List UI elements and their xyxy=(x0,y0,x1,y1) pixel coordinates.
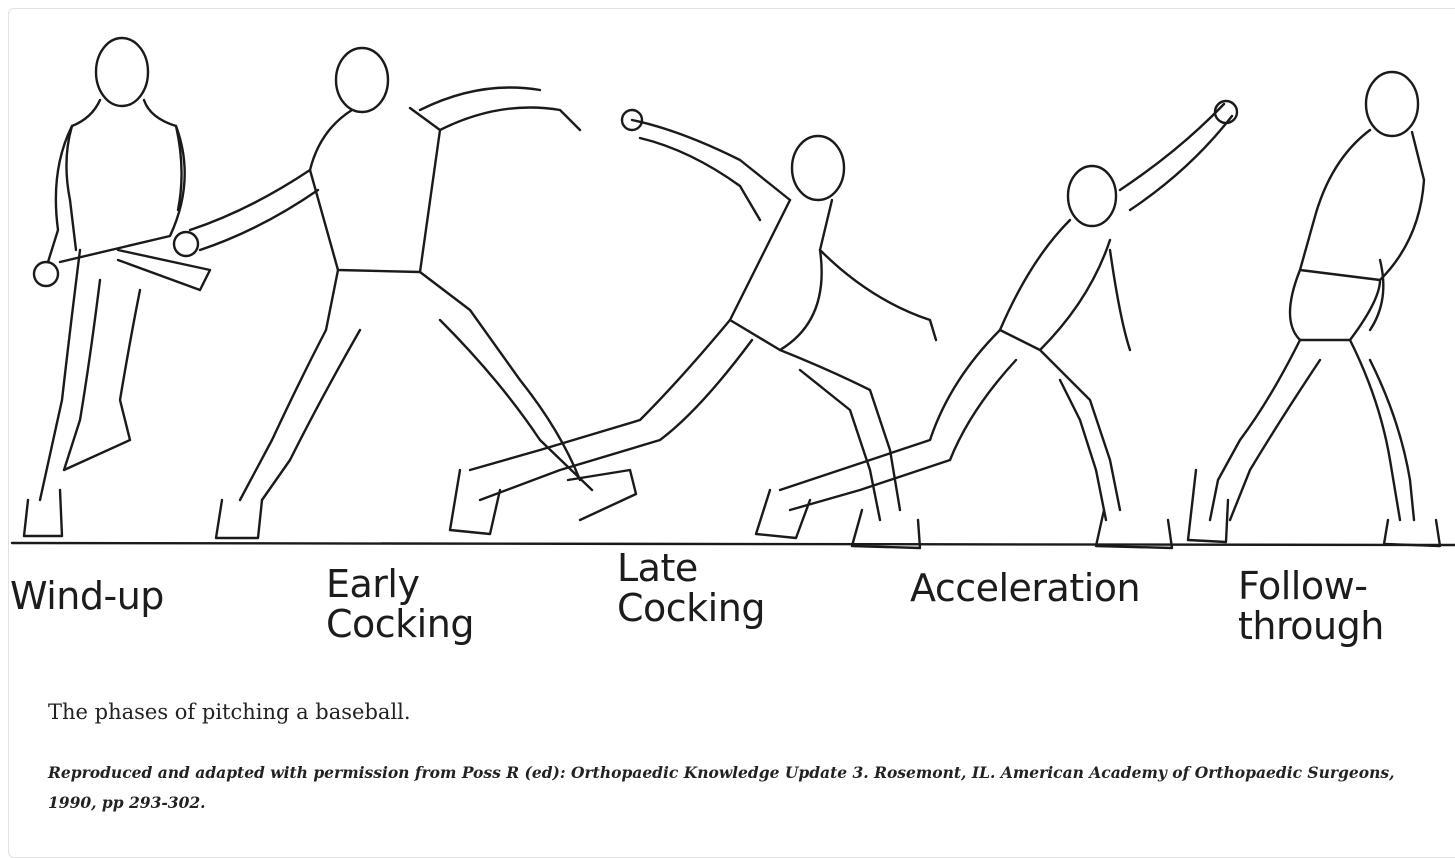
phase-label-windup: Wind-up xyxy=(10,576,164,616)
phase-label-acceleration: Acceleration xyxy=(910,568,1140,608)
acceleration-figure xyxy=(756,101,1237,548)
figure-caption: The phases of pitching a baseball. xyxy=(48,700,411,724)
ground-line xyxy=(12,543,1455,545)
phase-label-early-cocking: Early Cocking xyxy=(326,564,474,644)
early-cocking-figure xyxy=(174,48,636,538)
pitching-phases-illustration: Wind-up Early Cocking Late Cocking Accel… xyxy=(0,0,1455,670)
figure-credit: Reproduced and adapted with permission f… xyxy=(48,758,1408,818)
windup-figure xyxy=(24,38,210,536)
follow-through-figure xyxy=(1188,72,1440,546)
phase-label-late-cocking: Late Cocking xyxy=(617,548,765,628)
phase-label-follow-through: Follow- through xyxy=(1238,566,1384,646)
late-cocking-figure xyxy=(450,110,936,548)
